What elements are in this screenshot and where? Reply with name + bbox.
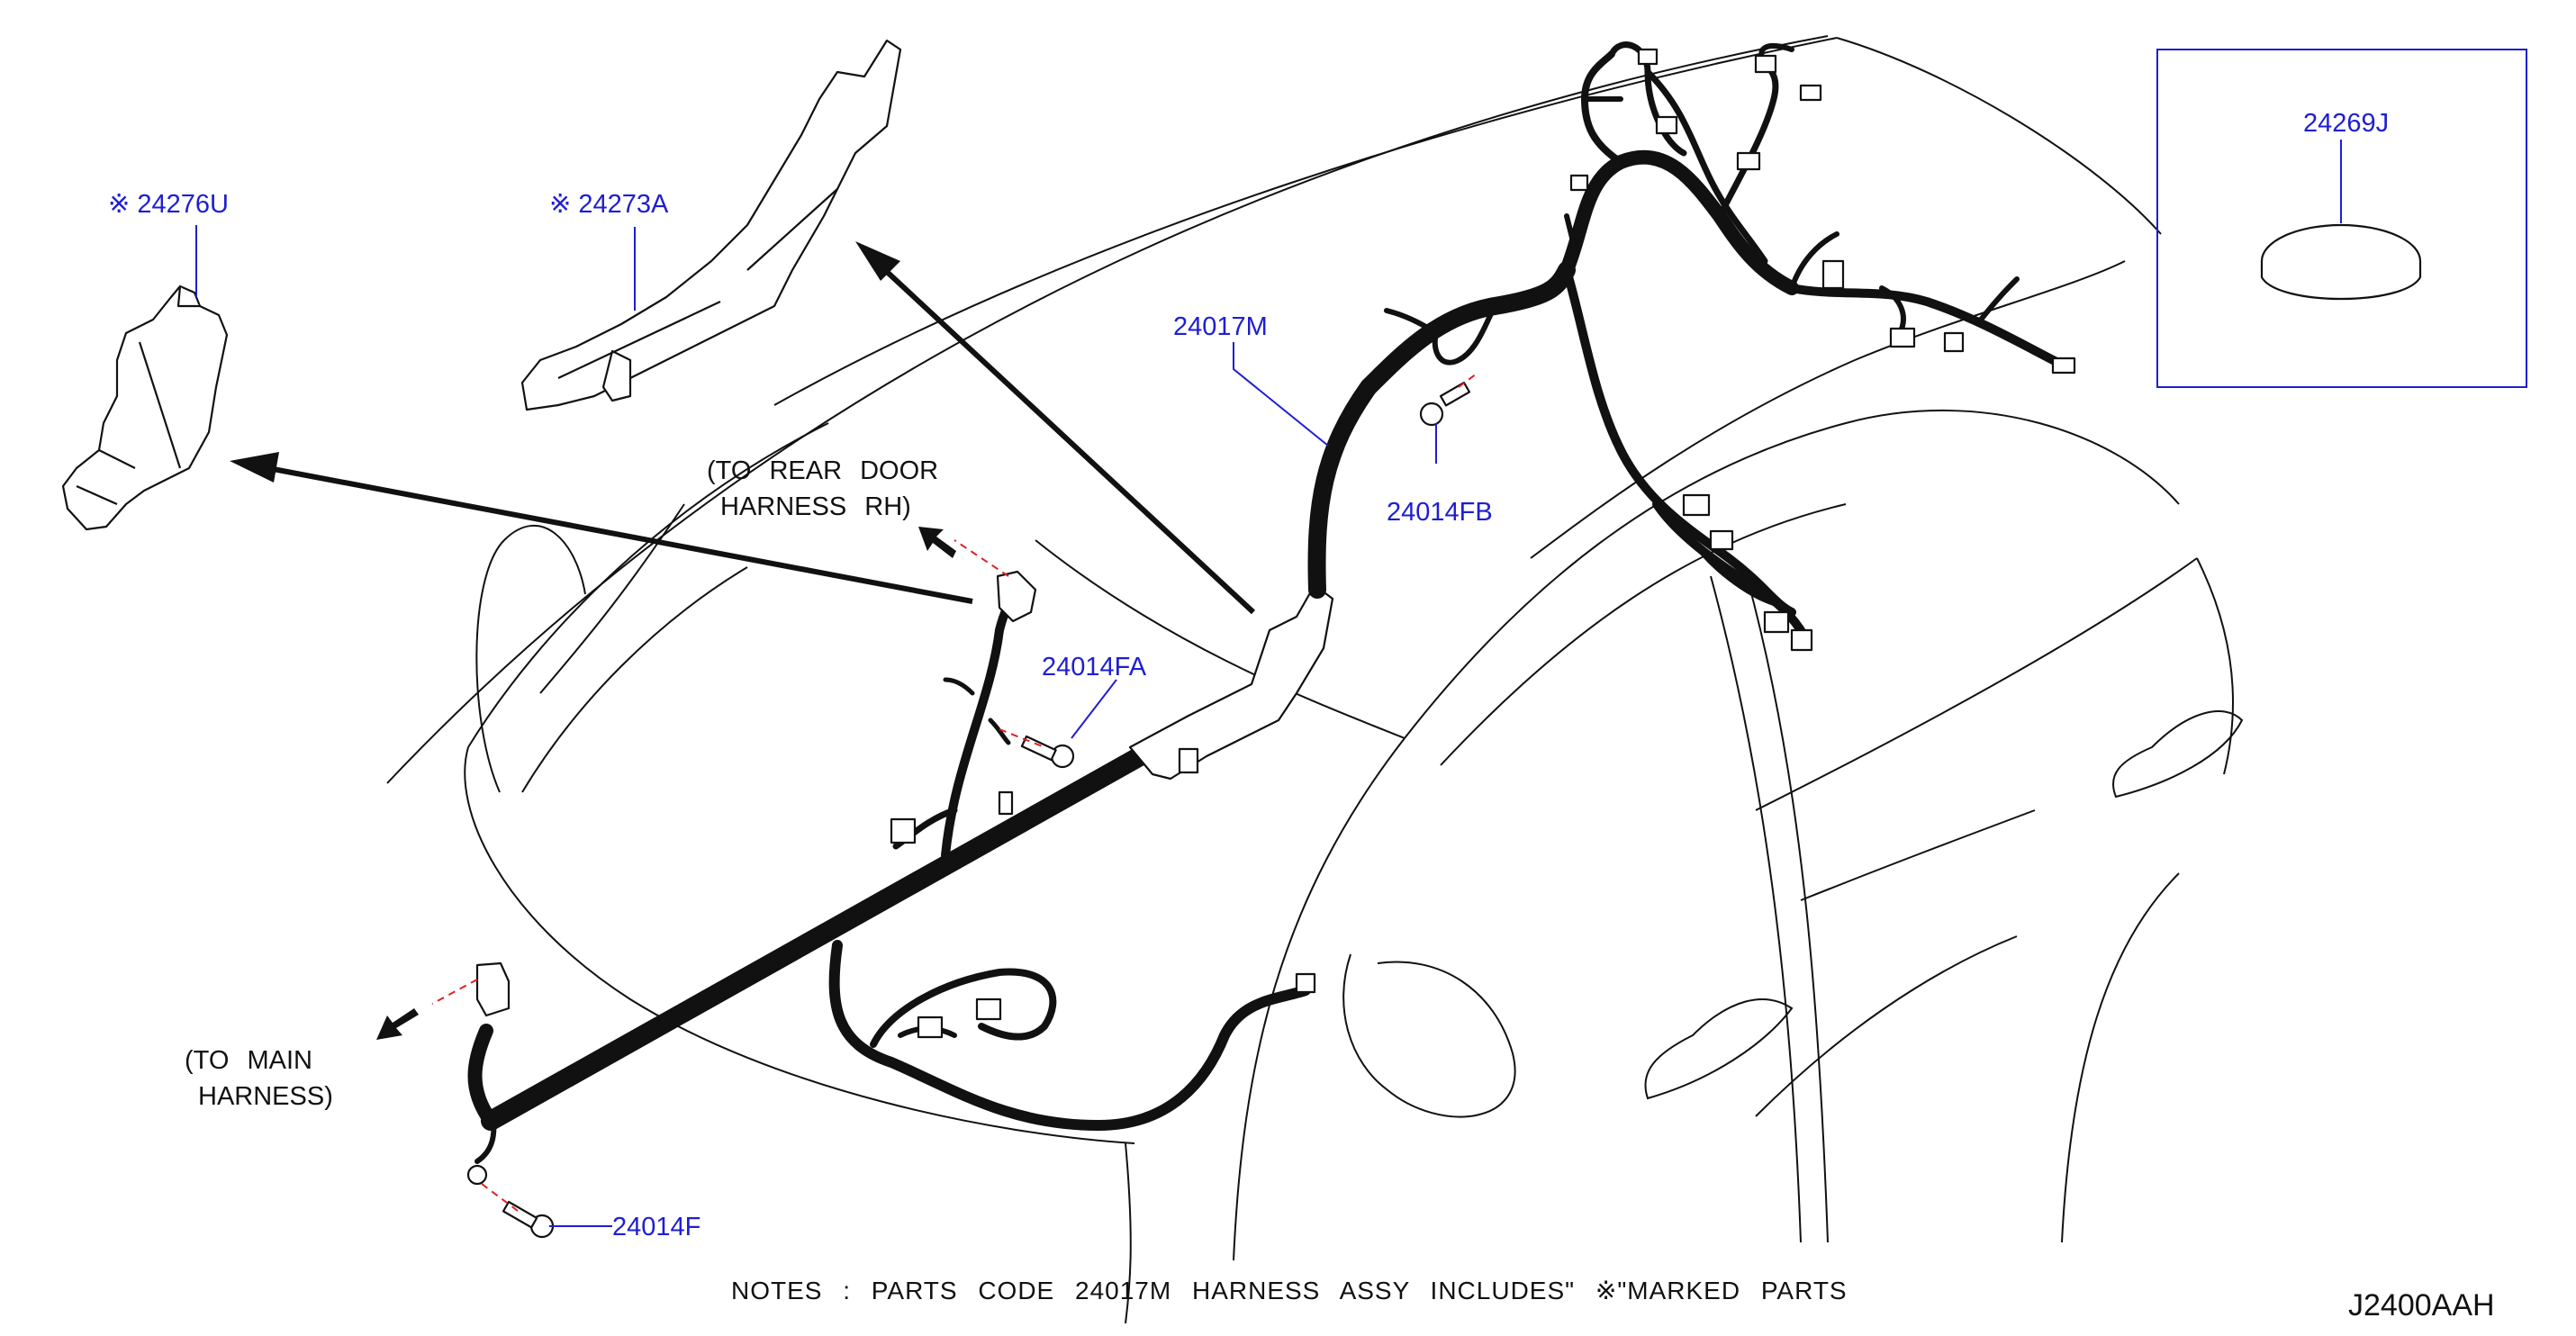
direction-arrows	[376, 527, 956, 1040]
pointer-arrows	[230, 241, 1256, 615]
notes-text: NOTES : PARTS CODE 24017M HARNESS ASSY I…	[731, 1277, 1848, 1304]
annotation-main-1: (TO MAIN	[185, 1046, 312, 1075]
text-labels: ※ 24276U ※ 24273A 24017M 24014FB 24014FA…	[108, 109, 2495, 1322]
connectors	[1569, 48, 2076, 652]
annotation-rear-door-1: (TO REAR DOOR	[707, 456, 938, 485]
bracket-24276u	[61, 284, 229, 531]
annotation-rear-door-2: HARNESS RH)	[720, 492, 911, 521]
dashed-locating-leads	[431, 373, 1478, 1212]
label-24017m: 24017M	[1173, 312, 1268, 341]
label-24273a: ※ 24273A	[549, 190, 669, 219]
bolt-24014fa	[1020, 735, 1075, 769]
inset-box-24269j	[2156, 49, 2527, 388]
bracket-24273a	[520, 39, 902, 411]
label-24014fa: 24014FA	[1042, 653, 1147, 682]
label-24269j: 24269J	[2303, 109, 2389, 138]
bolt-24014fb	[1419, 381, 1471, 427]
label-24014fb: 24014FB	[1387, 498, 1493, 527]
label-24276u: ※ 24276U	[108, 190, 229, 219]
annotation-main-2: HARNESS)	[198, 1082, 333, 1111]
label-24014f: 24014F	[612, 1213, 700, 1241]
callout-leaders	[195, 225, 1437, 1227]
diagram-code: J2400AAH	[2348, 1288, 2495, 1322]
bolt-24014f	[466, 1164, 555, 1239]
vehicle-body-outline	[386, 35, 2244, 1324]
wire-harness-24017m	[467, 41, 2076, 1164]
